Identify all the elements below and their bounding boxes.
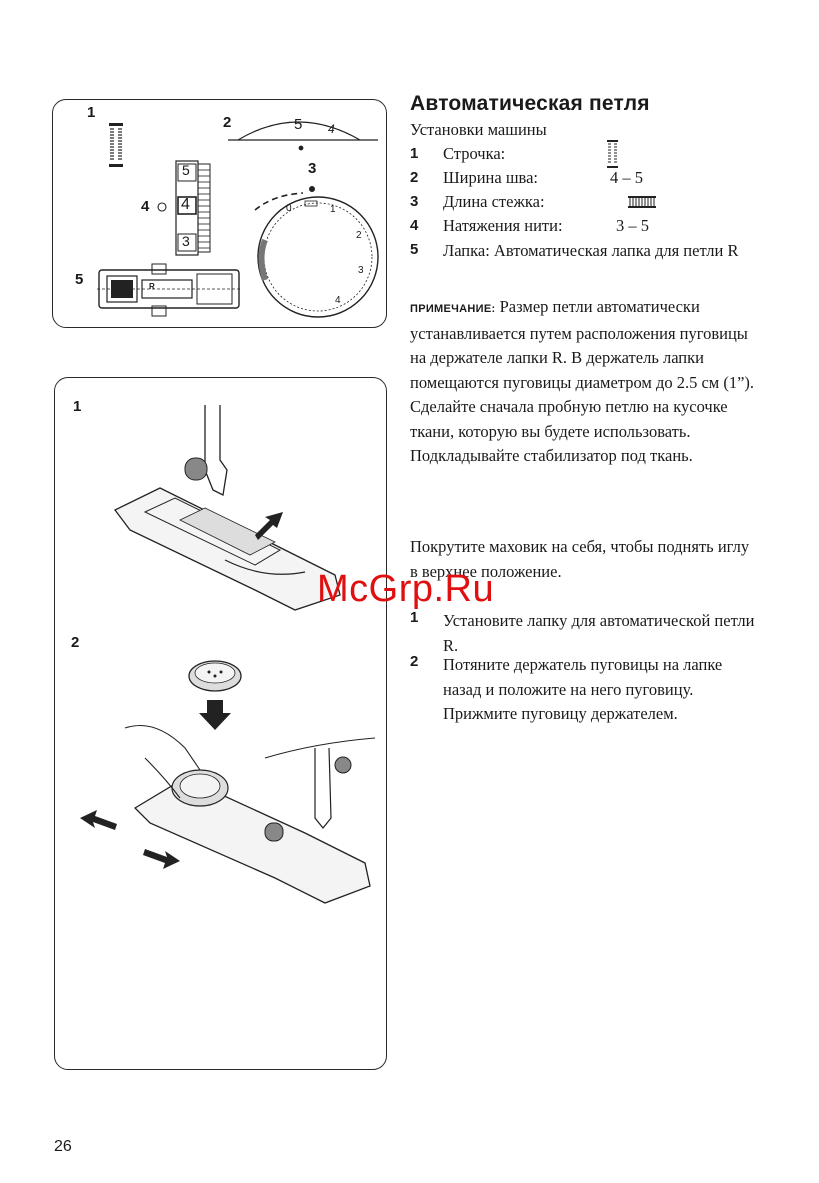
step-2: 2 Потяните держатель пуговицы на лапке н…: [410, 653, 755, 753]
setting-value: 3 – 5: [616, 216, 649, 235]
figure-label-step-2: 2: [71, 634, 80, 651]
figure-label-step-1: 1: [73, 398, 82, 415]
width-scale-label-5: 5: [294, 116, 303, 133]
figure-label-1: 1: [87, 104, 96, 121]
note-label: ПРИМЕЧАНИЕ:: [410, 303, 496, 315]
step-number: 2: [410, 653, 419, 670]
setting-label: Натяжения нити:: [443, 216, 563, 235]
page-title: Автоматическая петля: [410, 92, 650, 115]
tension-dial: [254, 186, 379, 318]
step-number: 1: [410, 609, 419, 626]
page-number: 26: [54, 1138, 72, 1155]
step-1: 1 Установите лапку для автоматической пе…: [410, 609, 755, 659]
note-paragraph: ПРИМЕЧАНИЕ: Размер петли автоматически у…: [410, 295, 755, 469]
machine-settings-heading: Установки машины: [410, 120, 547, 139]
foot-letter: R: [149, 282, 155, 291]
figure-label-5: 5: [75, 271, 84, 288]
setting-number: 2: [410, 169, 419, 186]
setting-number: 1: [410, 145, 419, 162]
length-box-4: 4: [181, 196, 190, 213]
handwheel-instruction: Покрутите маховик на себя, чтобы поднять…: [410, 537, 750, 581]
dial-number-2: 2: [356, 230, 362, 241]
length-box-3: 3: [182, 233, 190, 249]
dial-number-4: 4: [335, 295, 341, 306]
setting-label: Лапка: Автоматическая лапка для петли R: [443, 241, 739, 260]
setting-label: Строчка:: [443, 144, 506, 163]
buttonhole-stitch-icon: [109, 123, 123, 167]
figure-label-3: 3: [308, 160, 317, 177]
width-scale-label-4: 4: [328, 122, 335, 136]
step-text: Потяните держатель пуговицы на лапке наз…: [443, 655, 723, 723]
foot-installation-illustration: [114, 405, 341, 611]
step-text: Установите лапку для автоматической петл…: [443, 611, 755, 655]
setting-label: Длина стежка:: [443, 192, 545, 211]
setting-row-foot: 5 Лапка: Автоматическая лапка для петли …: [410, 238, 790, 288]
buttonhole-foot-r-illustration: [97, 263, 242, 317]
buttonhole-stitch-icon: [607, 140, 618, 168]
figure-label-2: 2: [223, 114, 232, 131]
setting-number: 3: [410, 193, 419, 210]
setting-number: 5: [410, 241, 419, 258]
buttonhole-foot-figure-panel: 1 2: [54, 377, 387, 1070]
tension-indicator-icon: [157, 202, 167, 212]
setting-value: 4 – 5: [610, 168, 643, 187]
dial-number-3: 3: [358, 265, 364, 276]
setting-number: 4: [410, 217, 419, 234]
note-text: Размер петли автоматически устанавливает…: [410, 297, 755, 465]
fine-stitch-length-icon: [628, 196, 656, 208]
length-box-5: 5: [182, 162, 190, 178]
watermark: McGrp.Ru: [317, 568, 495, 610]
button-holder-illustration: [80, 660, 376, 904]
setting-label: Ширина шва:: [443, 168, 539, 187]
figure-label-4: 4: [141, 198, 150, 215]
dial-number-0: 0: [286, 203, 292, 214]
stitch-length-selector: [175, 160, 211, 256]
dial-number-1: 1: [330, 204, 336, 215]
stitch-width-scale: [228, 121, 378, 151]
settings-figure-panel: 1 2 3 4 5 5 4 5 4 3: [52, 99, 387, 328]
